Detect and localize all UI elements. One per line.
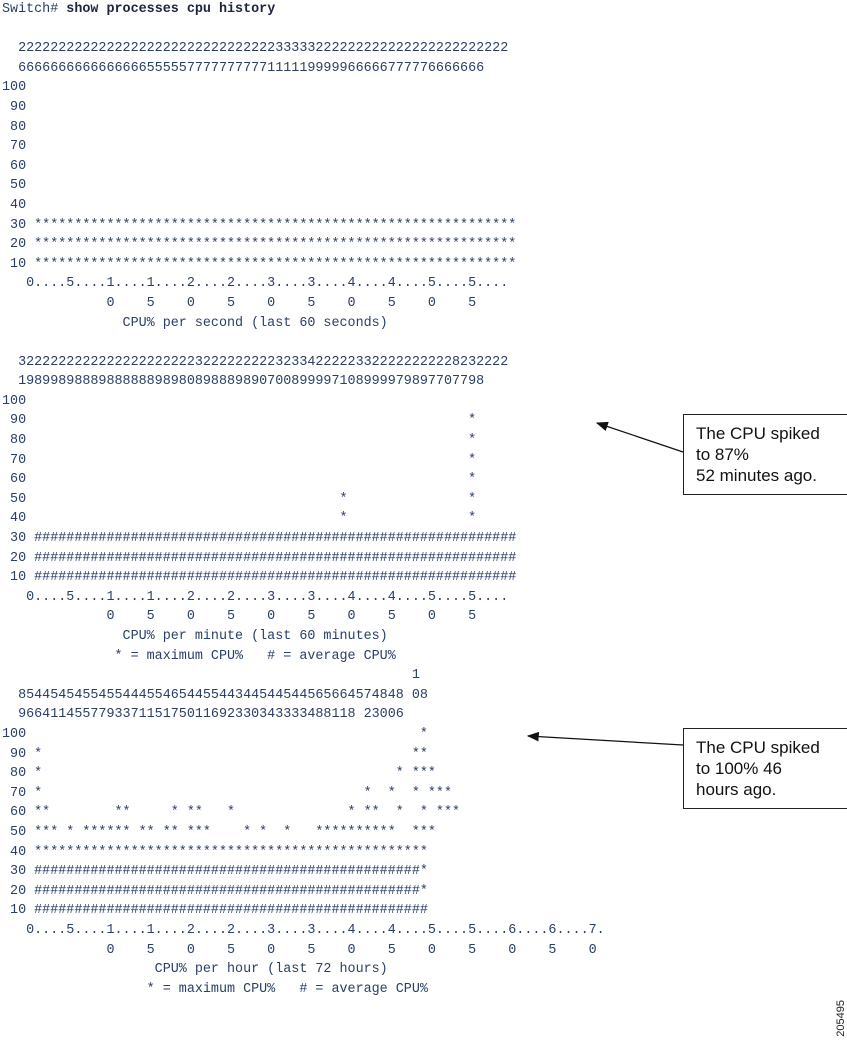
seconds-row-30: 30 *************************************…: [2, 217, 517, 233]
seconds-graph-title: CPU% per second (last 60 seconds): [2, 315, 388, 331]
figure-id: 205495: [835, 1000, 847, 1037]
hours-graph: 1 85445454554554445546544554434454454456…: [2, 668, 605, 997]
minutes-row-80: 80 *: [2, 433, 477, 449]
seconds-max-tens: 2222222222222222222222222222222233333222…: [2, 41, 509, 57]
minute-spike-arrow: [595, 421, 684, 453]
hours-graph-title: CPU% per hour (last 72 hours): [2, 962, 388, 978]
hours-row-20: 20 #####################################…: [2, 883, 428, 899]
minutes-row-100: 100: [2, 393, 27, 409]
hours-row-10: 10 #####################################…: [2, 903, 428, 919]
hours-graph-legend: * = maximum CPU% # = average CPU%: [2, 981, 428, 997]
minutes-row-90: 90 *: [2, 413, 477, 429]
hours-row-70: 70 * * * * ***: [2, 785, 452, 801]
minutes-row-60: 60 *: [2, 472, 477, 488]
hour-spike-callout: The CPU spiked to 100% 46 hours ago.: [683, 728, 847, 809]
minutes-graph: 3222222222222222222222322222222232334222…: [2, 355, 516, 664]
hours-row-100: 100 *: [2, 726, 428, 742]
minutes-max-tens: 3222222222222222222222322222222232334222…: [2, 354, 509, 370]
minutes-row-20: 20 #####################################…: [2, 550, 517, 566]
minutes-row-10: 10 #####################################…: [2, 570, 517, 586]
hours-row-60: 60 ** ** * ** * * ** * * ***: [2, 805, 461, 821]
command-text: show processes cpu history: [66, 2, 276, 17]
prompt: Switch#: [2, 2, 59, 17]
hours-row-40: 40 *************************************…: [2, 844, 428, 860]
minutes-row-30: 30 #####################################…: [2, 531, 517, 547]
minutes-row-50: 50 * *: [2, 491, 477, 507]
hours-row-80: 80 * * ***: [2, 766, 436, 782]
hours-scale: 0....5....1....1....2....2....3....3....…: [2, 922, 605, 938]
hours-row-50: 50 *** * ****** ** ** *** * * * ********…: [2, 824, 436, 840]
minutes-scale-2: 0 5 0 5 0 5 0 5 0 5: [2, 609, 477, 625]
seconds-scale-2: 0 5 0 5 0 5 0 5 0 5: [2, 295, 477, 311]
seconds-row-90: 90: [2, 99, 27, 115]
hours-max-tens: 8544545455455444554654455443445445445656…: [2, 687, 428, 703]
hours-max-ones: 9664114557793371151750116923303433334881…: [2, 707, 404, 723]
hours-row-90: 90 * **: [2, 746, 428, 762]
command-line: Switch# show processes cpu history: [2, 2, 275, 17]
seconds-row-40: 40: [2, 197, 27, 213]
minutes-graph-title: CPU% per minute (last 60 minutes): [2, 629, 388, 644]
seconds-scale: 0....5....1....1....2....2....3....3....…: [2, 276, 509, 292]
minutes-max-ones: 1989989888988888898980898889890700899997…: [2, 374, 485, 390]
terminal-output: Switch# show processes cpu history 22222…: [2, 0, 605, 999]
seconds-row-100: 100: [2, 80, 27, 96]
seconds-row-60: 60: [2, 158, 27, 174]
seconds-row-20: 20 *************************************…: [2, 237, 517, 253]
hours-max-hundreds: 1: [2, 668, 420, 684]
hours-scale-2: 0 5 0 5 0 5 0 5 0 5 0 5 0: [2, 942, 597, 958]
seconds-row-10: 10 *************************************…: [2, 256, 517, 272]
seconds-graph: 2222222222222222222222222222222233333222…: [2, 41, 516, 330]
seconds-row-50: 50: [2, 178, 27, 194]
seconds-max-ones: 6666666666666666555557777777777111119999…: [2, 60, 485, 76]
minute-spike-callout: The CPU spiked to 87% 52 minutes ago.: [683, 414, 847, 495]
minutes-graph-legend: * = maximum CPU% # = average CPU%: [2, 648, 396, 664]
minutes-row-70: 70 *: [2, 452, 477, 468]
minutes-scale: 0....5....1....1....2....2....3....3....…: [2, 589, 509, 605]
seconds-row-70: 70: [2, 139, 27, 155]
hours-row-30: 30 #####################################…: [2, 864, 428, 880]
seconds-row-80: 80: [2, 119, 27, 135]
minutes-row-40: 40 * *: [2, 511, 477, 527]
